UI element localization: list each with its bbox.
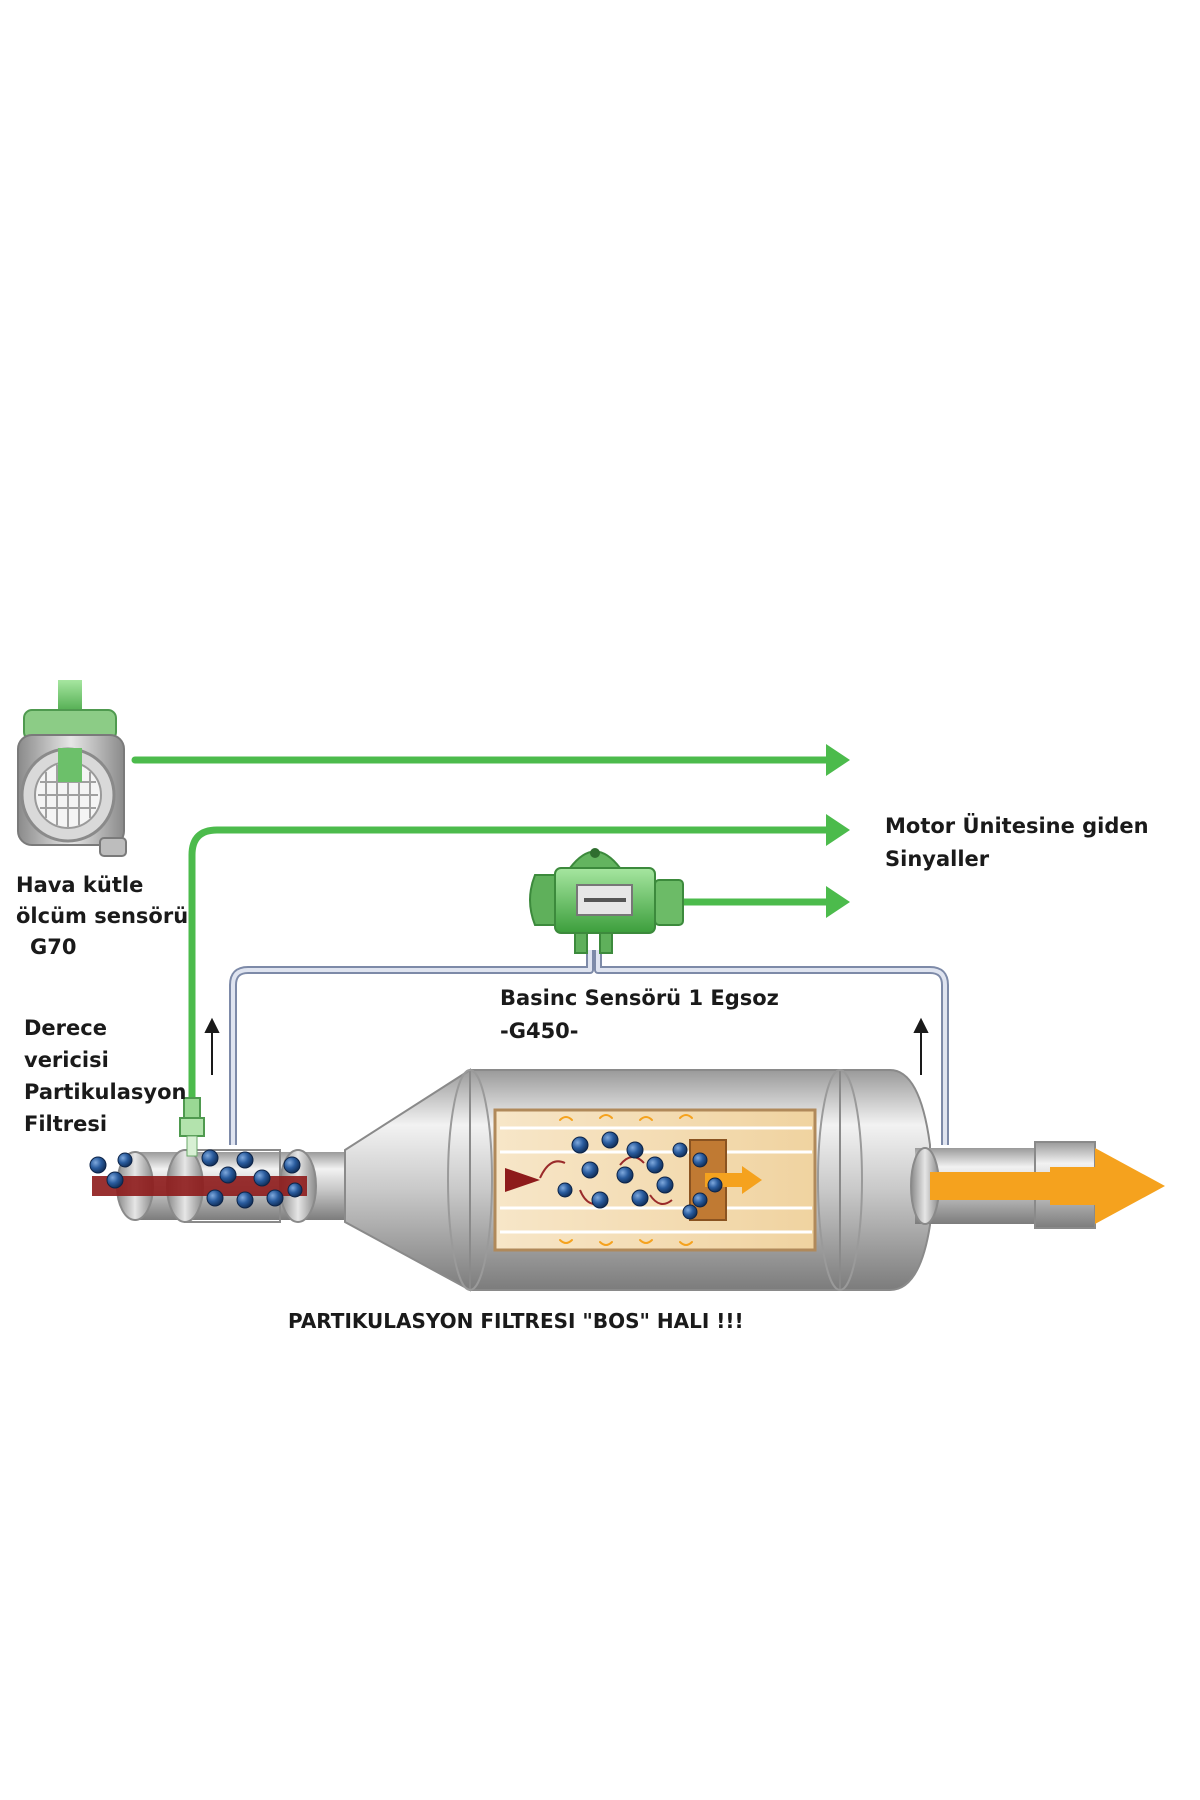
temp-sender-label: Derece vericisi Partikulasyon Filtresi: [24, 1012, 186, 1140]
arrowhead-icon: [826, 886, 850, 918]
pressure-direction-arrows: [204, 1017, 929, 1075]
maf-sensor-label-line2: ölcüm sensörü: [16, 904, 189, 928]
outflow-arrow-icon: [1050, 1148, 1165, 1224]
inlet-soot-particles: [89, 1149, 303, 1209]
temperature-sender-icon: [179, 1097, 205, 1157]
signal-arrowheads: [826, 744, 850, 918]
temp-sender-label-line3: Partikulasyon: [24, 1080, 187, 1104]
maf-sensor-label: Hava kütle ölcüm sensörü G70: [16, 870, 188, 963]
arrowhead-icon: [826, 744, 850, 776]
pressure-sensor-label-line1: Basinc Sensörü 1 Egsoz: [500, 986, 779, 1010]
pressure-hoses: [229, 950, 949, 1145]
signal-lines: [131, 756, 834, 1104]
clean-gas-arrow-icon: [742, 1166, 762, 1194]
maf-sensor-label-line3: G70: [30, 935, 77, 959]
dirty-gas-arrow-icon: [505, 1168, 540, 1192]
maf-sensor-label-line1: Hava kütle: [16, 873, 144, 897]
maf-sensor-icon: [17, 680, 127, 857]
temp-signal-line: [188, 826, 834, 1104]
up-arrow-icon: [204, 1017, 220, 1033]
up-arrow-icon: [913, 1017, 929, 1033]
outlet-pipe: [910, 1141, 1165, 1229]
temp-sender-label-line1: Derece: [24, 1016, 107, 1040]
engine-signals-label: Motor Ünitesine giden Sinyaller: [885, 810, 1149, 876]
dirty-exhaust-flow: [92, 1176, 307, 1196]
filter-core: [493, 1108, 817, 1252]
pressure-sensor-label-line2: -G450-: [500, 1019, 579, 1043]
engine-signals-label-line1: Motor Ünitesine giden: [885, 814, 1149, 838]
inlet-pipe: [92, 1149, 345, 1223]
engine-signals-label-line2: Sinyaller: [885, 847, 990, 871]
arrowhead-icon: [826, 814, 850, 846]
pressure-sensor-icon: [529, 848, 684, 954]
pressure-sensor-label: Basinc Sensörü 1 Egsoz -G450-: [500, 982, 779, 1048]
soot-particles: [557, 1131, 723, 1220]
temp-sender-label-line4: Filtresi: [24, 1112, 108, 1136]
diagram-caption: PARTIKULASYON FILTRESI "BOS" HALI !!!: [288, 1309, 744, 1333]
temp-sender-label-line2: vericisi: [24, 1048, 109, 1072]
